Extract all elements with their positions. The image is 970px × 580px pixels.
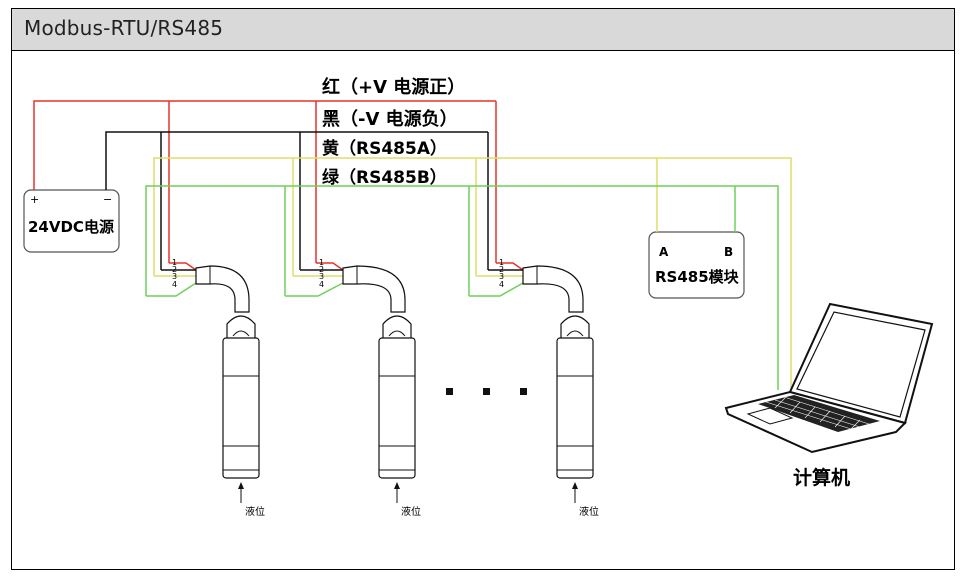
pin-number: 2 [319, 265, 324, 274]
legend-green: 绿（RS485B） [322, 167, 447, 188]
pin-number: 3 [172, 272, 177, 281]
pin-number: 3 [319, 272, 324, 281]
pin-number: 4 [172, 280, 177, 289]
pin-number: 1 [499, 258, 504, 267]
legend-black: 黑（-V 电源负） [322, 108, 458, 130]
laptop-icon [724, 302, 934, 454]
pin-number: 2 [172, 265, 177, 274]
pin-number: 2 [499, 265, 504, 274]
black-wire [105, 131, 523, 271]
yellow-wire [153, 157, 792, 390]
pin-number: 4 [319, 280, 324, 289]
pin-number: 3 [499, 272, 504, 281]
level-label: 液位 [401, 505, 421, 518]
rs485-module: A B RS485模块 [648, 231, 745, 299]
rs485-b-label: B [724, 245, 733, 259]
level-label: 液位 [579, 505, 599, 518]
rs485-a-label: A [659, 245, 669, 259]
pin-number: 1 [319, 258, 324, 267]
pin-number: 1 [172, 258, 177, 267]
rs485-module-label: RS485模块 [655, 268, 740, 286]
power-minus-label: − [103, 193, 112, 206]
page-title: Modbus-RTU/RS485 [24, 16, 224, 40]
computer-label: 计算机 [793, 466, 850, 489]
red-wire [33, 100, 524, 271]
level-label: 液位 [245, 505, 265, 518]
power-plus-label: + [30, 193, 39, 206]
power-supply: + − 24VDC电源 [23, 189, 120, 253]
legend-red: 红（+V 电源正） [322, 76, 465, 98]
pin-number: 4 [499, 280, 504, 289]
green-wire [145, 185, 779, 390]
more-sensors-ellipsis [446, 388, 527, 395]
power-supply-label: 24VDC电源 [28, 218, 114, 236]
legend-yellow: 黄（RS485A） [322, 138, 447, 159]
header-bar: Modbus-RTU/RS485 [12, 9, 954, 51]
